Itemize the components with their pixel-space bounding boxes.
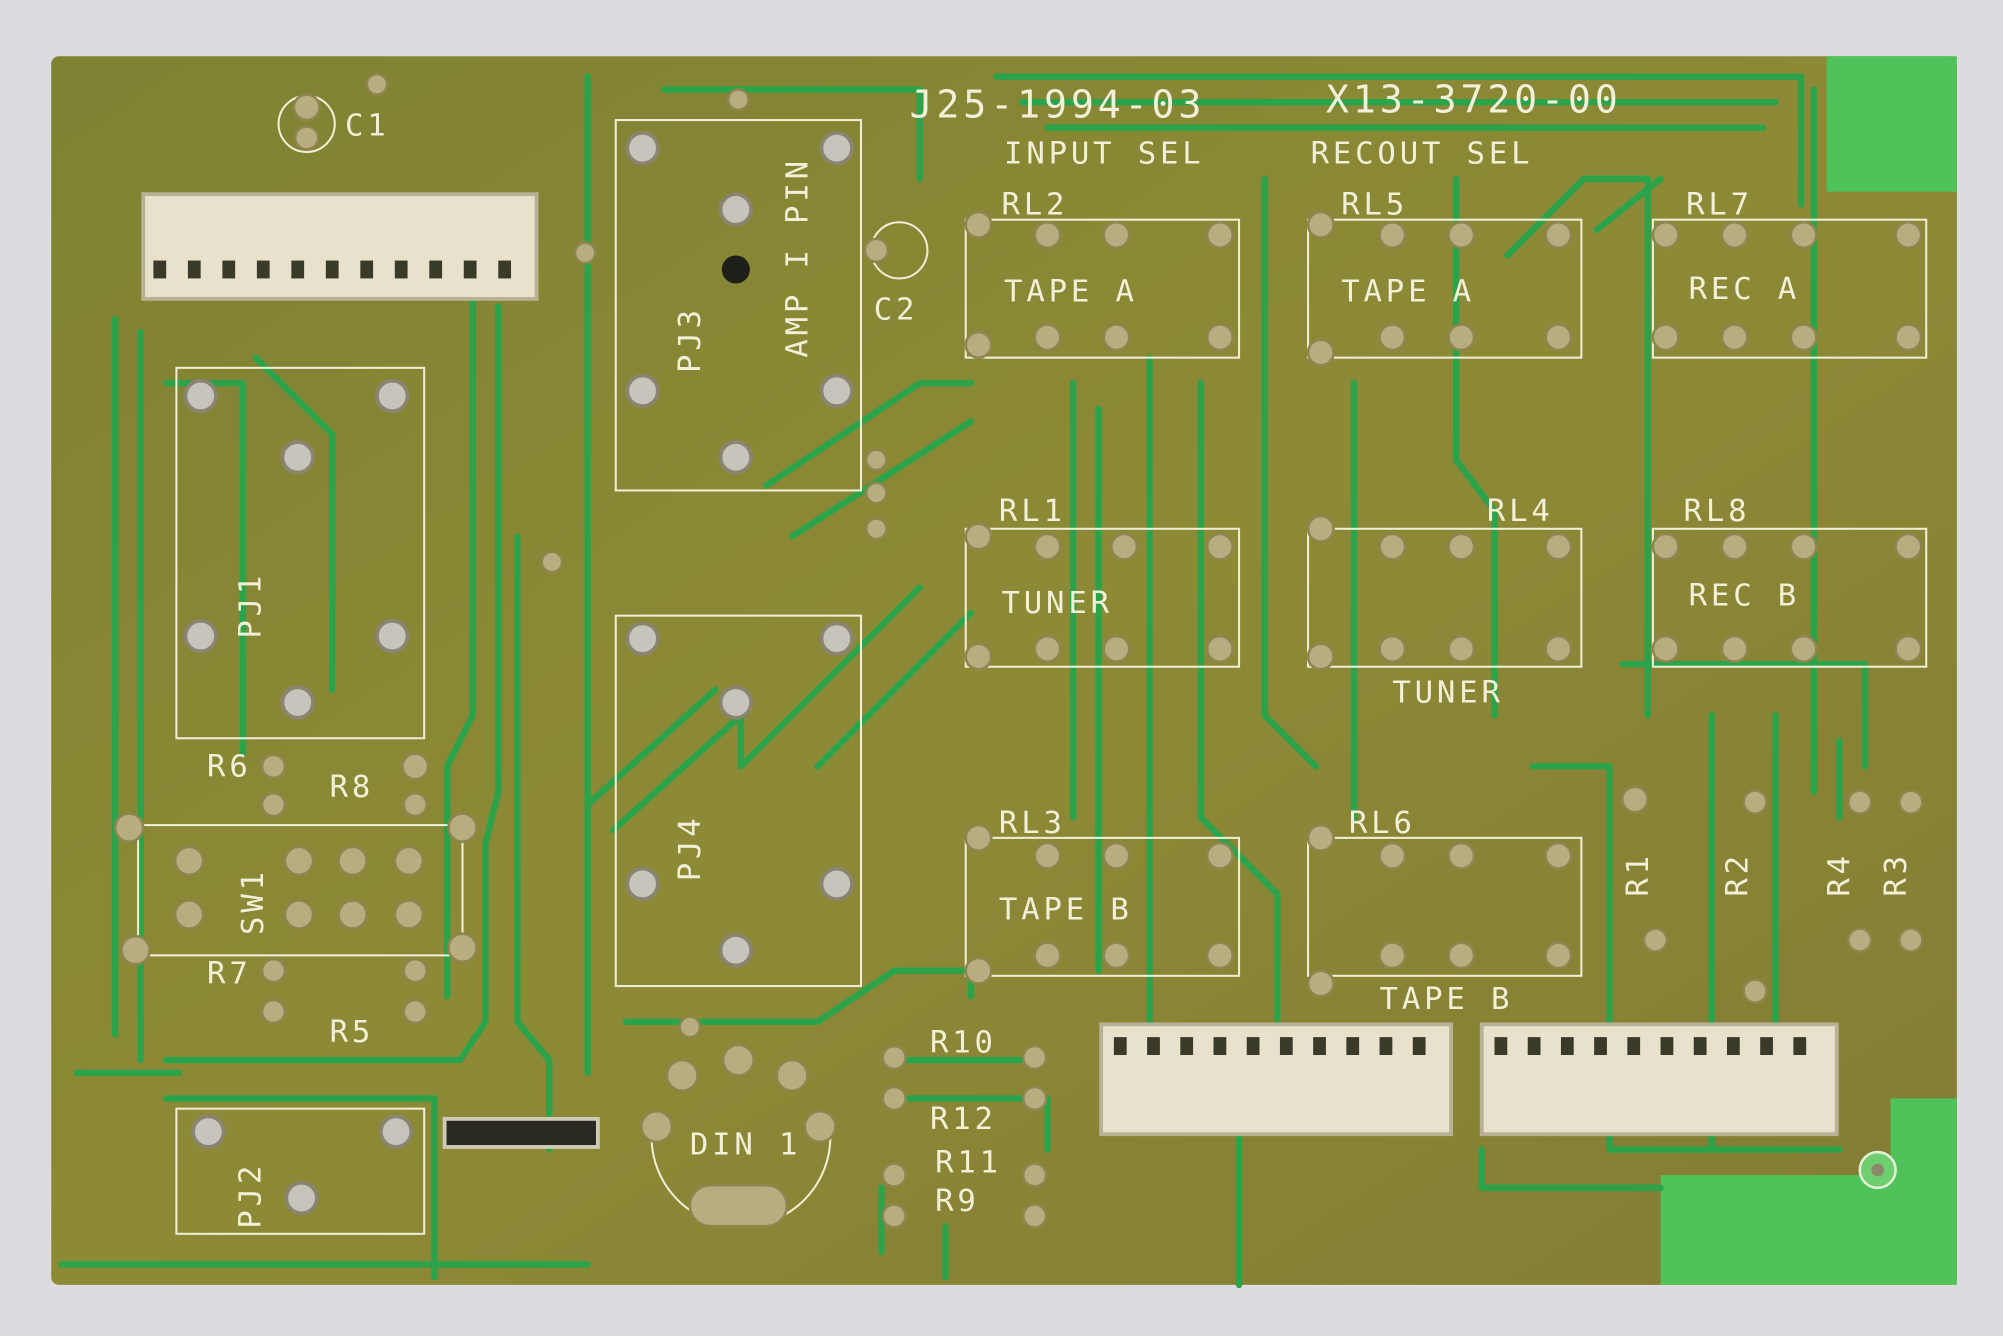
relay-label: REC B <box>1689 578 1800 613</box>
relay-label: TUNER <box>1002 586 1113 621</box>
relay-ref: RL5 <box>1341 188 1408 223</box>
relay-label: TAPE B <box>1380 982 1514 1017</box>
section-recout-label: RECOUT SEL <box>1311 136 1534 171</box>
r9-label: R9 <box>935 1184 980 1219</box>
r10-label: R10 <box>930 1025 997 1060</box>
r8-label: R8 <box>330 770 375 805</box>
pj1-label: PJ1 <box>234 572 269 639</box>
r7-label: R7 <box>207 956 252 991</box>
relay-label: TAPE B <box>999 893 1133 928</box>
relay-label: TUNER <box>1392 675 1503 710</box>
relay-label: TAPE A <box>1341 274 1475 309</box>
pj4-label: PJ4 <box>673 814 708 881</box>
sw1-label: SW1 <box>236 868 271 935</box>
r1-label: R1 <box>1621 852 1656 897</box>
r12-label: R12 <box>930 1102 997 1137</box>
relay-label: TAPE A <box>1004 274 1138 309</box>
relay-label: REC A <box>1689 272 1800 307</box>
relay-ref: RL2 <box>1002 188 1069 223</box>
r6-label: R6 <box>207 750 252 785</box>
din1-label: DIN 1 <box>690 1128 801 1163</box>
copper-traces <box>58 73 1869 1289</box>
silkscreen-labels: J25-1994-03 X13-3720-00 INPUT SEL RECOUT… <box>207 77 1914 1228</box>
c1-label: C1 <box>345 108 390 143</box>
pj2-label: PJ2 <box>234 1162 269 1229</box>
circuit-board: J25-1994-03 X13-3720-00 INPUT SEL RECOUT… <box>51 56 1957 1289</box>
relay-ref: RL1 <box>999 494 1066 529</box>
relay-ref: RL6 <box>1349 806 1416 841</box>
r4-label: R4 <box>1823 852 1858 897</box>
board-code: X13-3720-00 <box>1326 77 1622 122</box>
header-connector-top <box>141 192 539 301</box>
r3-label: R3 <box>1879 852 1914 897</box>
section-input-label: INPUT SEL <box>1004 136 1205 171</box>
pj3-label: PJ3 <box>673 306 708 373</box>
amp-pin-label: AMP I PIN <box>780 157 815 358</box>
r5-label: R5 <box>330 1015 375 1050</box>
board-part-number: J25-1994-03 <box>910 83 1206 128</box>
relay-ref: RL7 <box>1686 188 1753 223</box>
r2-label: R2 <box>1720 852 1755 897</box>
header-connector-bottom-right <box>1479 1022 1839 1137</box>
solder-pads <box>113 72 1924 1229</box>
relay-ref: RL4 <box>1487 494 1554 529</box>
r11-label: R11 <box>935 1146 1002 1181</box>
c2-label: C2 <box>874 292 919 327</box>
relay-ref: RL3 <box>999 806 1066 841</box>
header-connector-bottom-left <box>1099 1022 1454 1137</box>
relay-ref: RL8 <box>1684 494 1751 529</box>
